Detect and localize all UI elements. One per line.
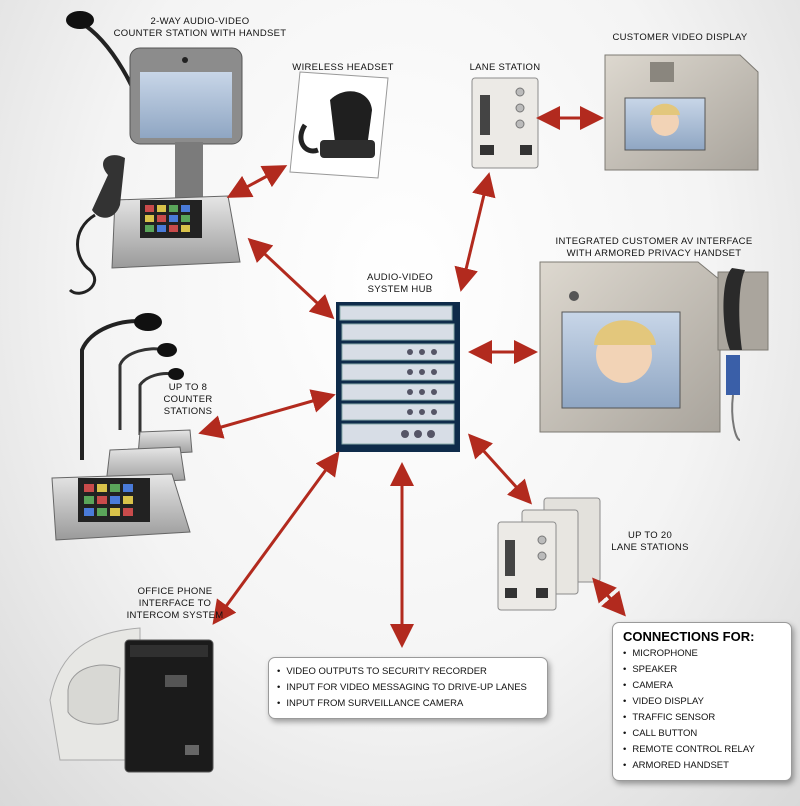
connections-item: CALL BUTTON bbox=[623, 726, 781, 742]
counter-station-label-line-2: COUNTER STATION WITH HANDSET bbox=[113, 28, 287, 39]
connections-item: ARMORED HANDSET bbox=[623, 758, 781, 774]
connections-item: VIDEO DISPLAY bbox=[623, 694, 781, 710]
outputs-item: INPUT FROM SURVEILLANCE CAMERA bbox=[277, 696, 539, 712]
counter-stations-label-line-2: COUNTER bbox=[163, 394, 213, 405]
integrated-interface-label-line-1: INTEGRATED CUSTOMER AV INTERFACE bbox=[555, 236, 753, 247]
lane-stations-device bbox=[497, 497, 601, 611]
lane-station-label: LANE STATION bbox=[460, 62, 550, 74]
connections-item: MICROPHONE bbox=[623, 646, 781, 662]
connections-title: CONNECTIONS FOR: bbox=[623, 629, 755, 644]
lane-station-label-text: LANE STATION bbox=[469, 62, 541, 73]
lane-stations-label-line-2: LANE STATIONS bbox=[611, 542, 689, 553]
customer-video-display-label-text: CUSTOMER VIDEO DISPLAY bbox=[612, 32, 748, 43]
office-phone-label-line-3: INTERCOM SYSTEM bbox=[126, 610, 224, 621]
office-phone-label-line-1: OFFICE PHONE bbox=[137, 586, 213, 597]
outputs-item: INPUT FOR VIDEO MESSAGING TO DRIVE-UP LA… bbox=[277, 680, 539, 696]
lane-station-device bbox=[471, 77, 539, 169]
connections-item: CAMERA bbox=[623, 678, 781, 694]
customer-video-display-label: CUSTOMER VIDEO DISPLAY bbox=[600, 32, 760, 44]
lane-stations-label: UP TO 20 LANE STATIONS bbox=[600, 530, 700, 554]
connections-item: REMOTE CONTROL RELAY bbox=[623, 742, 781, 758]
integrated-interface-label: INTEGRATED CUSTOMER AV INTERFACE WITH AR… bbox=[534, 236, 774, 260]
system-hub-device bbox=[336, 302, 460, 452]
outputs-box: VIDEO OUTPUTS TO SECURITY RECORDER INPUT… bbox=[268, 657, 548, 719]
integrated-interface-label-line-2: WITH ARMORED PRIVACY HANDSET bbox=[566, 248, 742, 259]
office-phone-label: OFFICE PHONE INTERFACE TO INTERCOM SYSTE… bbox=[110, 586, 240, 622]
integrated-av-interface-device bbox=[539, 261, 769, 441]
system-hub-label: AUDIO-VIDEO SYSTEM HUB bbox=[350, 272, 450, 296]
connection-arrows bbox=[198, 106, 626, 648]
lane-stations-label-line-1: UP TO 20 bbox=[627, 530, 673, 541]
counter-stations-label: UP TO 8 COUNTER STATIONS bbox=[150, 382, 226, 418]
office-phone-label-line-2: INTERFACE TO bbox=[138, 598, 212, 609]
outputs-item: VIDEO OUTPUTS TO SECURITY RECORDER bbox=[277, 664, 539, 680]
wireless-headset-label: WIRELESS HEADSET bbox=[286, 62, 400, 74]
wireless-headset-label-text: WIRELESS HEADSET bbox=[292, 62, 394, 73]
connections-item: SPEAKER bbox=[623, 662, 781, 678]
system-hub-label-line-2: SYSTEM HUB bbox=[367, 284, 433, 295]
customer-video-display-device bbox=[604, 54, 759, 171]
counter-station-device bbox=[66, 11, 243, 295]
connections-item: TRAFFIC SENSOR bbox=[623, 710, 781, 726]
outputs-list: VIDEO OUTPUTS TO SECURITY RECORDER INPUT… bbox=[277, 664, 539, 712]
counter-station-label: 2-WAY AUDIO-VIDEO COUNTER STATION WITH H… bbox=[100, 16, 300, 40]
system-hub-label-line-1: AUDIO-VIDEO bbox=[366, 272, 434, 283]
counter-stations-label-line-3: STATIONS bbox=[163, 406, 213, 417]
connections-list: MICROPHONE SPEAKER CAMERA VIDEO DISPLAY … bbox=[623, 646, 781, 774]
counter-stations-device bbox=[51, 313, 193, 541]
counter-station-label-line-1: 2-WAY AUDIO-VIDEO bbox=[150, 16, 250, 27]
office-phone-device bbox=[49, 627, 214, 773]
connections-box: CONNECTIONS FOR: MICROPHONE SPEAKER CAME… bbox=[612, 622, 792, 781]
wireless-headset-device bbox=[289, 71, 389, 179]
counter-stations-label-line-1: UP TO 8 bbox=[168, 382, 208, 393]
